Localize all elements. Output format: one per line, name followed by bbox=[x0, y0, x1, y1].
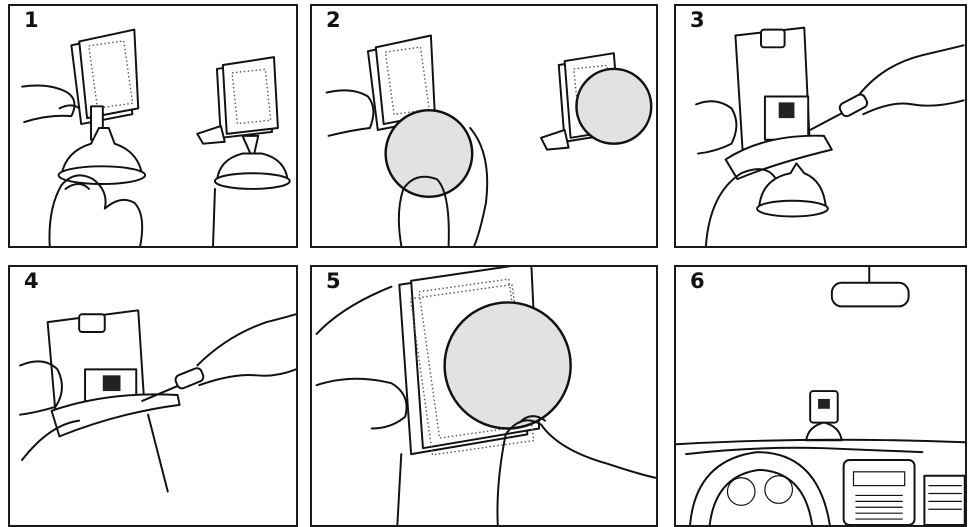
gps-holder bbox=[48, 310, 180, 436]
step-panel-6: 6 bbox=[674, 265, 967, 527]
step-number: 3 bbox=[690, 10, 705, 31]
step-number: 1 bbox=[24, 10, 39, 31]
leader-line bbox=[148, 415, 168, 492]
gps-holder bbox=[726, 28, 832, 179]
step-number: 6 bbox=[690, 271, 705, 292]
step-number: 5 bbox=[326, 271, 341, 292]
dashboard-edge bbox=[676, 440, 965, 445]
center-console bbox=[844, 460, 965, 525]
step-panel-2: 2 bbox=[310, 4, 658, 248]
step-panel-5: 5 bbox=[310, 265, 658, 527]
suction-mount-right bbox=[215, 154, 290, 189]
step-illustration-press-adhesive-disc bbox=[312, 267, 656, 525]
suction-mount-left bbox=[59, 128, 146, 184]
step-illustration-attach-holder-to-mount bbox=[10, 6, 296, 246]
gps-holder-left bbox=[71, 30, 138, 140]
step-illustration-attach-adhesive-disc bbox=[312, 6, 656, 246]
step-panel-1: 1 bbox=[8, 4, 298, 248]
screwdriver bbox=[810, 93, 869, 130]
step-panel-3: 3 bbox=[674, 4, 967, 248]
adhesive-disc-left bbox=[386, 110, 473, 197]
rearview-mirror bbox=[832, 267, 909, 306]
step-illustration-mounted-on-dashboard bbox=[676, 267, 965, 525]
assembled-holder-right bbox=[197, 57, 278, 153]
holder-with-disc-right bbox=[541, 53, 651, 149]
steering-wheel bbox=[690, 452, 830, 525]
adhesive-disc bbox=[445, 302, 571, 428]
step-illustration-screw-mount-base bbox=[10, 267, 296, 525]
step-panel-4: 4 bbox=[8, 265, 298, 527]
step-illustration-tighten-screw bbox=[676, 6, 965, 246]
step-number: 2 bbox=[326, 10, 341, 31]
gps-on-dashboard bbox=[806, 391, 841, 440]
step-number: 4 bbox=[24, 271, 39, 292]
